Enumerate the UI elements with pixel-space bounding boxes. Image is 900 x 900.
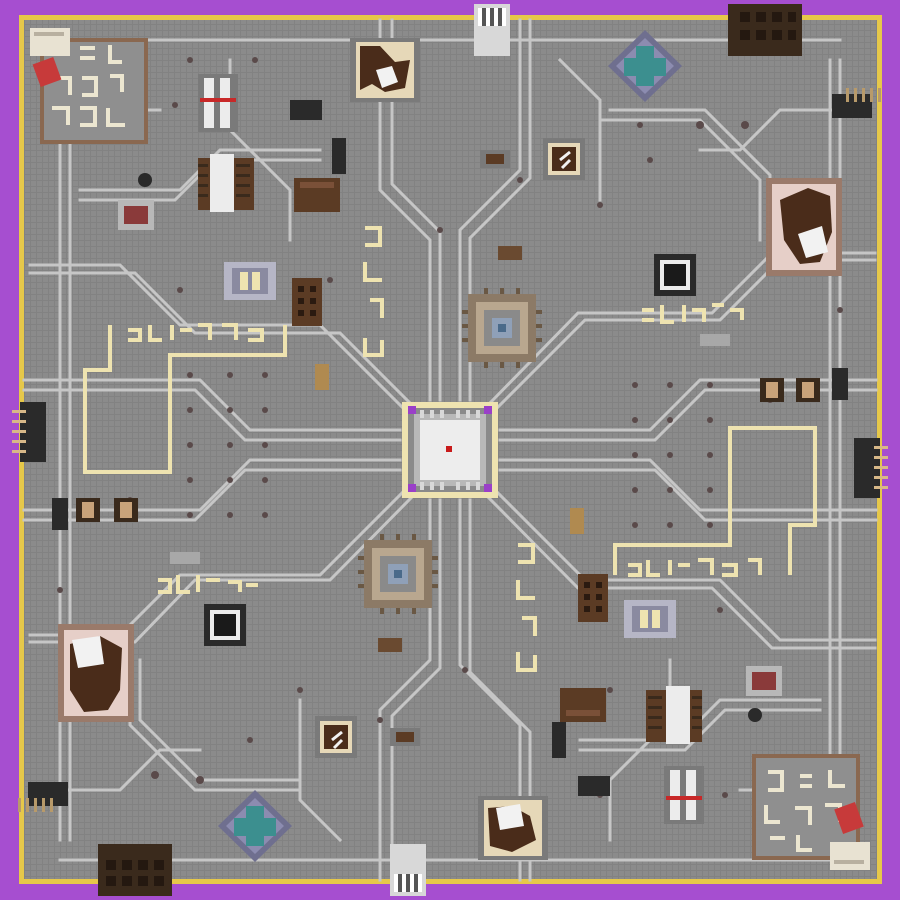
chip-dip-tan-right	[646, 686, 702, 744]
book-block-icon	[830, 842, 870, 870]
subprocessor-upper	[462, 288, 542, 368]
connector-edge-left	[12, 402, 46, 462]
chip-painting-top-center	[350, 38, 420, 102]
wire-loop-right	[613, 426, 817, 575]
chip-painting-left-lower	[58, 624, 134, 722]
glyph-row-upper-right	[642, 303, 744, 324]
block-dark-bottom-left	[98, 844, 172, 896]
chip-dark-lower-left	[204, 604, 246, 646]
red-block-icon	[834, 802, 864, 834]
connector-edge-bottom-left	[18, 782, 68, 812]
glyph-column-top-center	[363, 226, 384, 357]
wire-loop-left	[83, 325, 287, 474]
wire-layer	[83, 325, 817, 575]
cpu-corner-marker	[484, 484, 492, 492]
cpu-corner-marker	[484, 406, 492, 414]
red-block-icon	[32, 56, 62, 88]
chip-brown-wide-upper	[294, 178, 340, 212]
chip-white-redband-lower	[664, 766, 704, 824]
chip-teal-bottom	[218, 790, 292, 862]
chip-brown-grid-left	[292, 278, 322, 326]
cpu-core	[402, 402, 498, 498]
glyph-column-bottom-center	[516, 543, 537, 672]
block-dark-top-right	[728, 4, 802, 56]
chip-painting-right-upper	[766, 178, 842, 276]
chip-small-top-center-right	[543, 138, 585, 180]
chip-white-redband-upper	[198, 74, 238, 132]
chip-brown-wide-lower	[560, 688, 606, 722]
glyph-row-lower-left	[158, 575, 258, 594]
glyph-block-bottom-right-corner	[752, 754, 870, 870]
chip-dark-upper-right	[654, 254, 696, 296]
glyph-block-top-left-corner	[30, 28, 148, 144]
chip-teal-top	[608, 30, 682, 102]
trace-layer	[22, 18, 878, 882]
subprocessor-lower	[358, 534, 438, 614]
chip-bluegrey-left	[224, 262, 276, 300]
glyph-row-upper-left	[128, 323, 264, 342]
components-small	[52, 100, 848, 796]
chip-painting-bottom-center	[478, 796, 548, 860]
chip-dip-tan-left	[198, 154, 254, 212]
cpu-corner-marker	[408, 406, 416, 414]
chip-brown-grid-right	[578, 574, 608, 622]
cpu-corner-marker	[408, 484, 416, 492]
glyph-row-lower-right	[628, 558, 762, 577]
connector-edge-top-right	[832, 88, 881, 118]
connector-white-top	[474, 4, 510, 56]
chip-bluegrey-right	[624, 600, 676, 638]
chip-small-bottom-center-left	[315, 716, 357, 758]
connector-white-bottom	[390, 844, 426, 896]
connector-edge-right	[854, 438, 888, 498]
